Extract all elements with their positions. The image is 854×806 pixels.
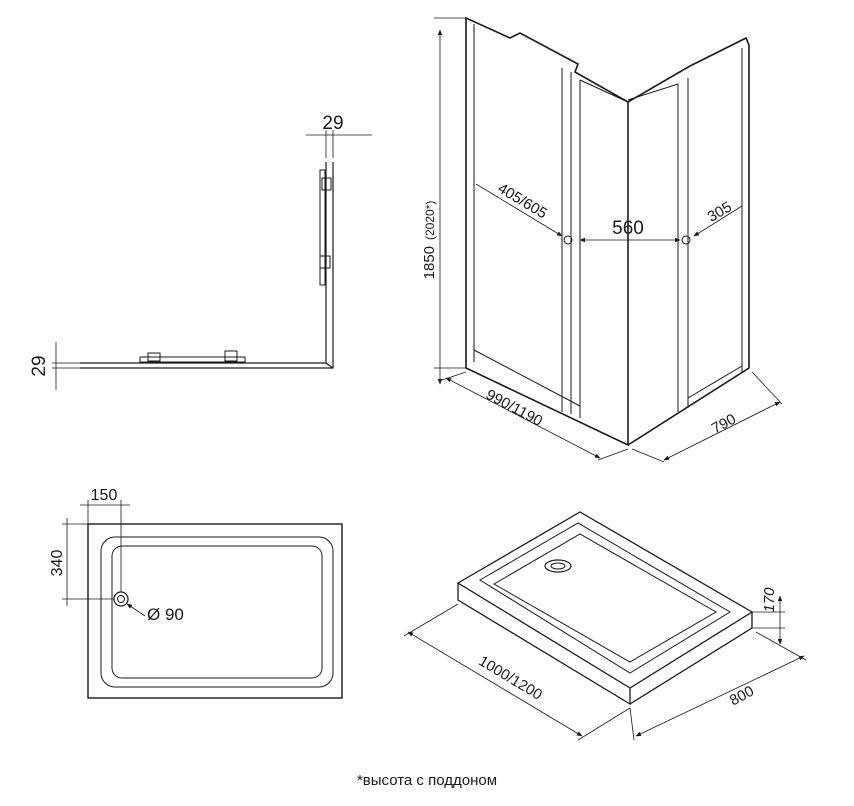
plan-side-offset: 29 (29, 355, 50, 376)
tray-plan: 150 340 Ø 90 (49, 487, 343, 699)
enclosure-depth: 790 (709, 411, 739, 438)
enclosure-right-wall (627, 36, 750, 446)
plan-roller (319, 255, 331, 269)
right-door-handle-icon (681, 235, 691, 245)
drain-diameter: Ø 90 (147, 605, 184, 624)
tray-length: 1000/1200 (476, 653, 546, 704)
left-door-handle-icon (563, 235, 573, 245)
plan-roller (321, 177, 332, 191)
tray-iso: 170 1000/1200 800 (403, 511, 807, 741)
plan-top-offset: 29 (322, 113, 343, 134)
tray-drain-icon (544, 559, 572, 573)
tray-basin (111, 545, 323, 679)
right-door-width: 305 (705, 198, 735, 225)
tray-outer (87, 523, 343, 699)
tray-height: 170 (761, 587, 778, 613)
enclosure-iso: 1850(2020*) 405/605 560 305 990/1190 790 (421, 16, 783, 463)
drain-icon (113, 591, 129, 607)
tray-rim (100, 536, 334, 688)
enclosure-left-wall (465, 16, 629, 447)
drain-offset-y: 340 (49, 550, 66, 577)
enclosure-width: 990/1190 (483, 386, 545, 430)
plan-right-panel (319, 169, 326, 286)
plan-inner-frame (80, 162, 327, 364)
plan-bottom-panel (139, 356, 246, 363)
center-door-width: 560 (612, 218, 644, 239)
enclosure-height: 1850(2020*) (421, 201, 438, 280)
plan-outer-frame (80, 162, 334, 369)
tray-width: 800 (727, 683, 757, 710)
plan-view: 29 29 (29, 113, 372, 390)
left-door-width: 405/605 (495, 180, 550, 223)
footnote: *высота с поддоном (356, 772, 498, 789)
plan-roller (224, 350, 238, 362)
plan-roller (147, 352, 161, 362)
drain-offset-x: 150 (91, 487, 118, 504)
tray-iso-front (457, 583, 631, 706)
